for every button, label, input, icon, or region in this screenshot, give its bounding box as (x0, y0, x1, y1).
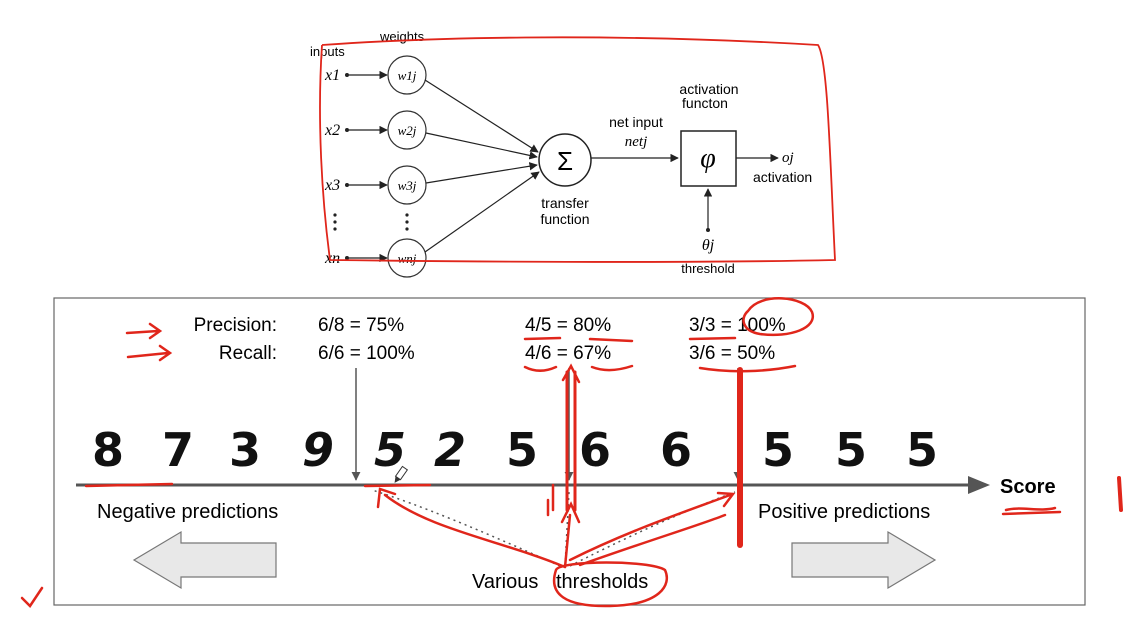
digit-3: 3 (229, 423, 261, 477)
score-axis-arrowhead (968, 476, 990, 494)
digit-10: 5 (762, 423, 794, 477)
theta-symbol: θj (702, 237, 715, 254)
digit-12: 5 (906, 423, 938, 477)
precision-value-3: 3/3 = 100% (689, 315, 786, 336)
digit-6: 2 (434, 423, 466, 477)
input-row-1: x1 w1j (324, 55, 427, 95)
weight-node-1 (387, 55, 427, 95)
digit-row: 8 7 3 9 5 2 5 6 6 5 5 5 (92, 423, 938, 477)
output-label: activation (753, 169, 812, 185)
weight-w3j: w3j (398, 178, 417, 193)
activation-function-label-1: activation (679, 81, 738, 97)
weight-w2j: w2j (398, 123, 417, 138)
various-label: Various (472, 571, 538, 593)
digit-8: 6 (579, 423, 611, 477)
activation-function-label-2: functon (682, 95, 728, 111)
net-input-label: net input (609, 114, 663, 130)
transfer-label: transfer (541, 195, 589, 211)
input-x2: x2 (324, 122, 340, 139)
threshold-figure: Precision: Recall: 6/8 = 75% 6/6 = 100% … (53, 297, 1086, 606)
recall-value-1: 6/6 = 100% (318, 343, 415, 364)
ellipsis-dots (333, 213, 409, 231)
weight-node-2 (387, 110, 427, 150)
recall-value-2: 4/6 = 67% (525, 343, 611, 364)
sum-node (538, 133, 592, 187)
left-block-arrow (132, 530, 277, 590)
weight-w1j: w1j (398, 68, 417, 83)
output-symbol: oj (782, 150, 794, 166)
net-symbol: netj (625, 134, 648, 150)
input-row-3: x3 w3j (324, 165, 427, 205)
digit-2: 7 (162, 423, 194, 477)
digit-1: 8 (92, 423, 124, 477)
activation-box (680, 130, 737, 187)
recall-label: Recall: (219, 343, 277, 364)
right-block-arrow (791, 530, 937, 590)
weight-node-3 (387, 165, 427, 205)
red-annotation-box (319, 36, 836, 263)
input-x1: x1 (324, 67, 340, 84)
neuron-diagram: inputs weights x1 w1j x2 w2j x3 w3j (310, 29, 836, 278)
weight-node-n (387, 238, 427, 278)
precision-label: Precision: (194, 315, 277, 336)
digit-9: 6 (660, 423, 692, 477)
positive-predictions-label: Positive predictions (758, 501, 930, 523)
input-x3: x3 (324, 177, 340, 194)
negative-predictions-label: Negative predictions (97, 501, 278, 523)
digit-5: 5 (374, 423, 406, 477)
weight-to-sum-edges (424, 79, 540, 253)
recall-value-3: 3/6 = 50% (689, 343, 775, 364)
input-xn: xn (324, 250, 340, 267)
precision-value-1: 6/8 = 75% (318, 315, 404, 336)
digit-11: 5 (835, 423, 867, 477)
sum-symbol: Σ (557, 146, 573, 176)
input-row-n: xn wnj (324, 238, 427, 278)
inputs-label: inputs (310, 44, 345, 59)
digit-4: 9 (302, 423, 334, 477)
precision-value-2: 4/5 = 80% (525, 315, 611, 336)
red-annotations (20, 297, 1123, 608)
weight-wnj: wnj (398, 251, 417, 266)
phi-symbol: φ (700, 143, 716, 174)
thresholds-word: thresholds (556, 571, 648, 593)
pencil-cursor-icon (394, 465, 409, 483)
threshold-label: threshold (681, 261, 734, 276)
function-label: function (540, 211, 589, 227)
digit-7: 5 (506, 423, 538, 477)
score-label: Score (1000, 476, 1056, 498)
input-row-2: x2 w2j (324, 110, 427, 150)
